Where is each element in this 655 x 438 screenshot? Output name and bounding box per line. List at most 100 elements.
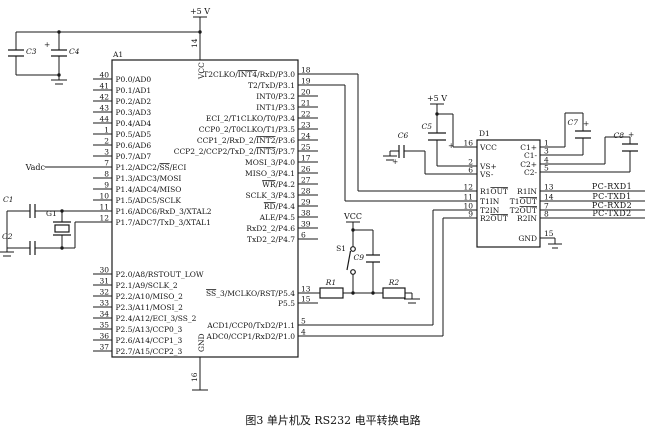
rs232-pin-number: 4	[544, 156, 549, 165]
mcu-pin-number: 22	[301, 110, 311, 119]
mcu-pin-number: 43	[99, 104, 109, 113]
c5-refdes: C5	[421, 122, 432, 131]
mcu-pin-label: P0.2/AD2	[116, 97, 152, 106]
mcu-pin-label: P2.0/A8/RSTOUT_LOW	[116, 270, 204, 279]
mcu-pin-number: 40	[99, 71, 109, 80]
c8-refdes: C8	[613, 131, 624, 140]
rs232-pin-number: 11	[463, 193, 473, 202]
mcu-pin-label: P0.5/AD5	[116, 130, 152, 139]
mcu-pin-label: MOSI_3/P4.0	[245, 158, 295, 167]
rs232-pin-label: R2IN	[517, 214, 537, 223]
rs232-pin-number: 6	[468, 166, 473, 175]
mcu-pin-number: 27	[301, 176, 311, 185]
mcu-pin-number: 31	[99, 277, 109, 286]
capacitor-c5-symbol	[428, 132, 446, 141]
crystal-g1-symbol	[53, 221, 71, 236]
mcu-pin-number: 6	[301, 231, 306, 240]
plus5v-left-label: +5 V	[190, 7, 210, 16]
g1-refdes: G1	[46, 209, 57, 218]
mcu-pin-number: 9	[104, 181, 109, 190]
c8-polarity-plus: +	[628, 130, 634, 139]
mcu-pin-label: SCLK_3/P4.3	[246, 191, 296, 200]
mcu-pin-number: 19	[301, 77, 311, 86]
rs232-pin-number: 10	[463, 202, 473, 211]
mcu-pin-number: 10	[99, 192, 109, 201]
rs232-pin-number: 14	[544, 193, 554, 202]
rs232-pin-label: C1-	[524, 151, 538, 160]
mcu-pin-label: P1.5/ADC5/SCLK	[116, 196, 182, 205]
capacitor-c6-symbol	[398, 145, 405, 158]
mcu-pin-label: INT1/P3.3	[256, 103, 295, 112]
rs232-pin-label: VCC	[479, 143, 497, 152]
mcu-pin-number: 20	[301, 88, 311, 97]
capacitor-c4-symbol	[51, 49, 67, 57]
mcu-pin-label: P0.4/AD4	[116, 119, 152, 128]
rs232-gnd-pin-number: 15	[544, 229, 554, 238]
cap-c6-net-wires	[383, 150, 455, 175]
mcu-pin-number: 18	[301, 66, 311, 75]
mcu-pin-label: ALE/P4.5	[259, 213, 296, 222]
mcu-pin-number: 33	[99, 299, 109, 308]
crystal-net-wires	[0, 210, 112, 257]
mcu-pin-number: 34	[99, 310, 109, 319]
rs232-pin-label: C2-	[524, 168, 538, 177]
mcu-pin-label: WR/P4.2	[262, 180, 295, 189]
rs232-gnd-wire	[540, 237, 562, 249]
mcu-gnd-wire	[192, 357, 208, 391]
resistor-r2-symbol	[382, 287, 406, 299]
mcu-pin-number: 36	[99, 332, 109, 341]
rs232-refdes: D1	[479, 129, 490, 138]
mcu-pin-number: 8	[104, 170, 109, 179]
mcu-pin-number: 5	[301, 317, 306, 326]
c2-refdes: C2	[2, 232, 13, 241]
mcu-pin-number: 15	[301, 295, 311, 304]
serial-net-label: PC-TXD1	[592, 192, 631, 201]
mcu-pin-label: T2/TxD/P3.1	[248, 81, 295, 90]
rs232-pin-number: 5	[544, 164, 549, 173]
mcu-pin-number: 1	[104, 126, 109, 135]
cap-c8-net-wires	[540, 136, 631, 173]
mcu-pin-label: P2.3/A11/MOSI_2	[116, 303, 184, 312]
rs232-gnd-pin-label: GND	[518, 234, 537, 243]
mcu-pin-label: ACD1/CCP0/TxD2/P1.1	[206, 321, 295, 330]
rs232-pin-label: T2OUT	[510, 206, 537, 215]
mcu-pin-label: INT0/P3.2	[256, 92, 295, 101]
mcu-pin-number: 4	[301, 328, 306, 337]
mcu-vcc-pin-number: 14	[190, 38, 199, 48]
c6-refdes: C6	[398, 131, 409, 140]
r1-refdes: R1	[325, 278, 336, 287]
mcu-pin-label: P1.3/ADC3/MOSI	[116, 174, 182, 183]
mcu-pin-label: RD/P4.4	[264, 202, 295, 211]
power-rail-5v-left-wire	[15, 16, 207, 80]
c6-polarity-plus: +	[392, 157, 398, 166]
mcu-pin-number: 30	[99, 266, 109, 275]
mcu-pin-number: 11	[99, 203, 109, 212]
resistor-r1-symbol	[319, 287, 344, 299]
vcc-reset-label: VCC	[343, 212, 362, 221]
mcu-gnd-pin-label: GND	[197, 333, 206, 352]
mcu-pin-number: 35	[99, 321, 109, 330]
mcu-pin-label: P1.2/ADC2/SS/ECI	[116, 163, 187, 172]
mcu-pin-number: 26	[301, 165, 311, 174]
rs232-body	[476, 139, 541, 248]
serial-net-label: PC-RXD2	[592, 201, 632, 210]
mcu-pin-label: P1.7/ADC7/TxD_3/XTAL1	[116, 218, 211, 227]
mcu-pin-number: 13	[301, 285, 311, 294]
capacitor-c2-symbol	[29, 241, 36, 255]
mcu-pin-number: 37	[99, 343, 109, 352]
mcu-pin-label: ADC0/CCP1/RxD2/P1.0	[206, 332, 296, 341]
rs232-pin-label: R1IN	[517, 187, 537, 196]
rs232-pin-label: VS-	[479, 170, 494, 179]
c3-refdes: C3	[26, 47, 37, 56]
mcu-pin-label: P2.6/A14/CCP1_3	[116, 336, 183, 345]
capacitor-c9-symbol	[366, 254, 380, 263]
r2-refdes: R2	[388, 278, 400, 287]
mcu-pin-number: 12	[99, 214, 109, 223]
serial-net-label: PC-TXD2	[592, 209, 631, 218]
mcu-pin-label: CCP0_2/T0CLKO/T1/P3.5	[199, 125, 295, 134]
mcu-pin-label: P5.5	[278, 299, 295, 308]
c4-polarity-plus: +	[44, 40, 50, 49]
